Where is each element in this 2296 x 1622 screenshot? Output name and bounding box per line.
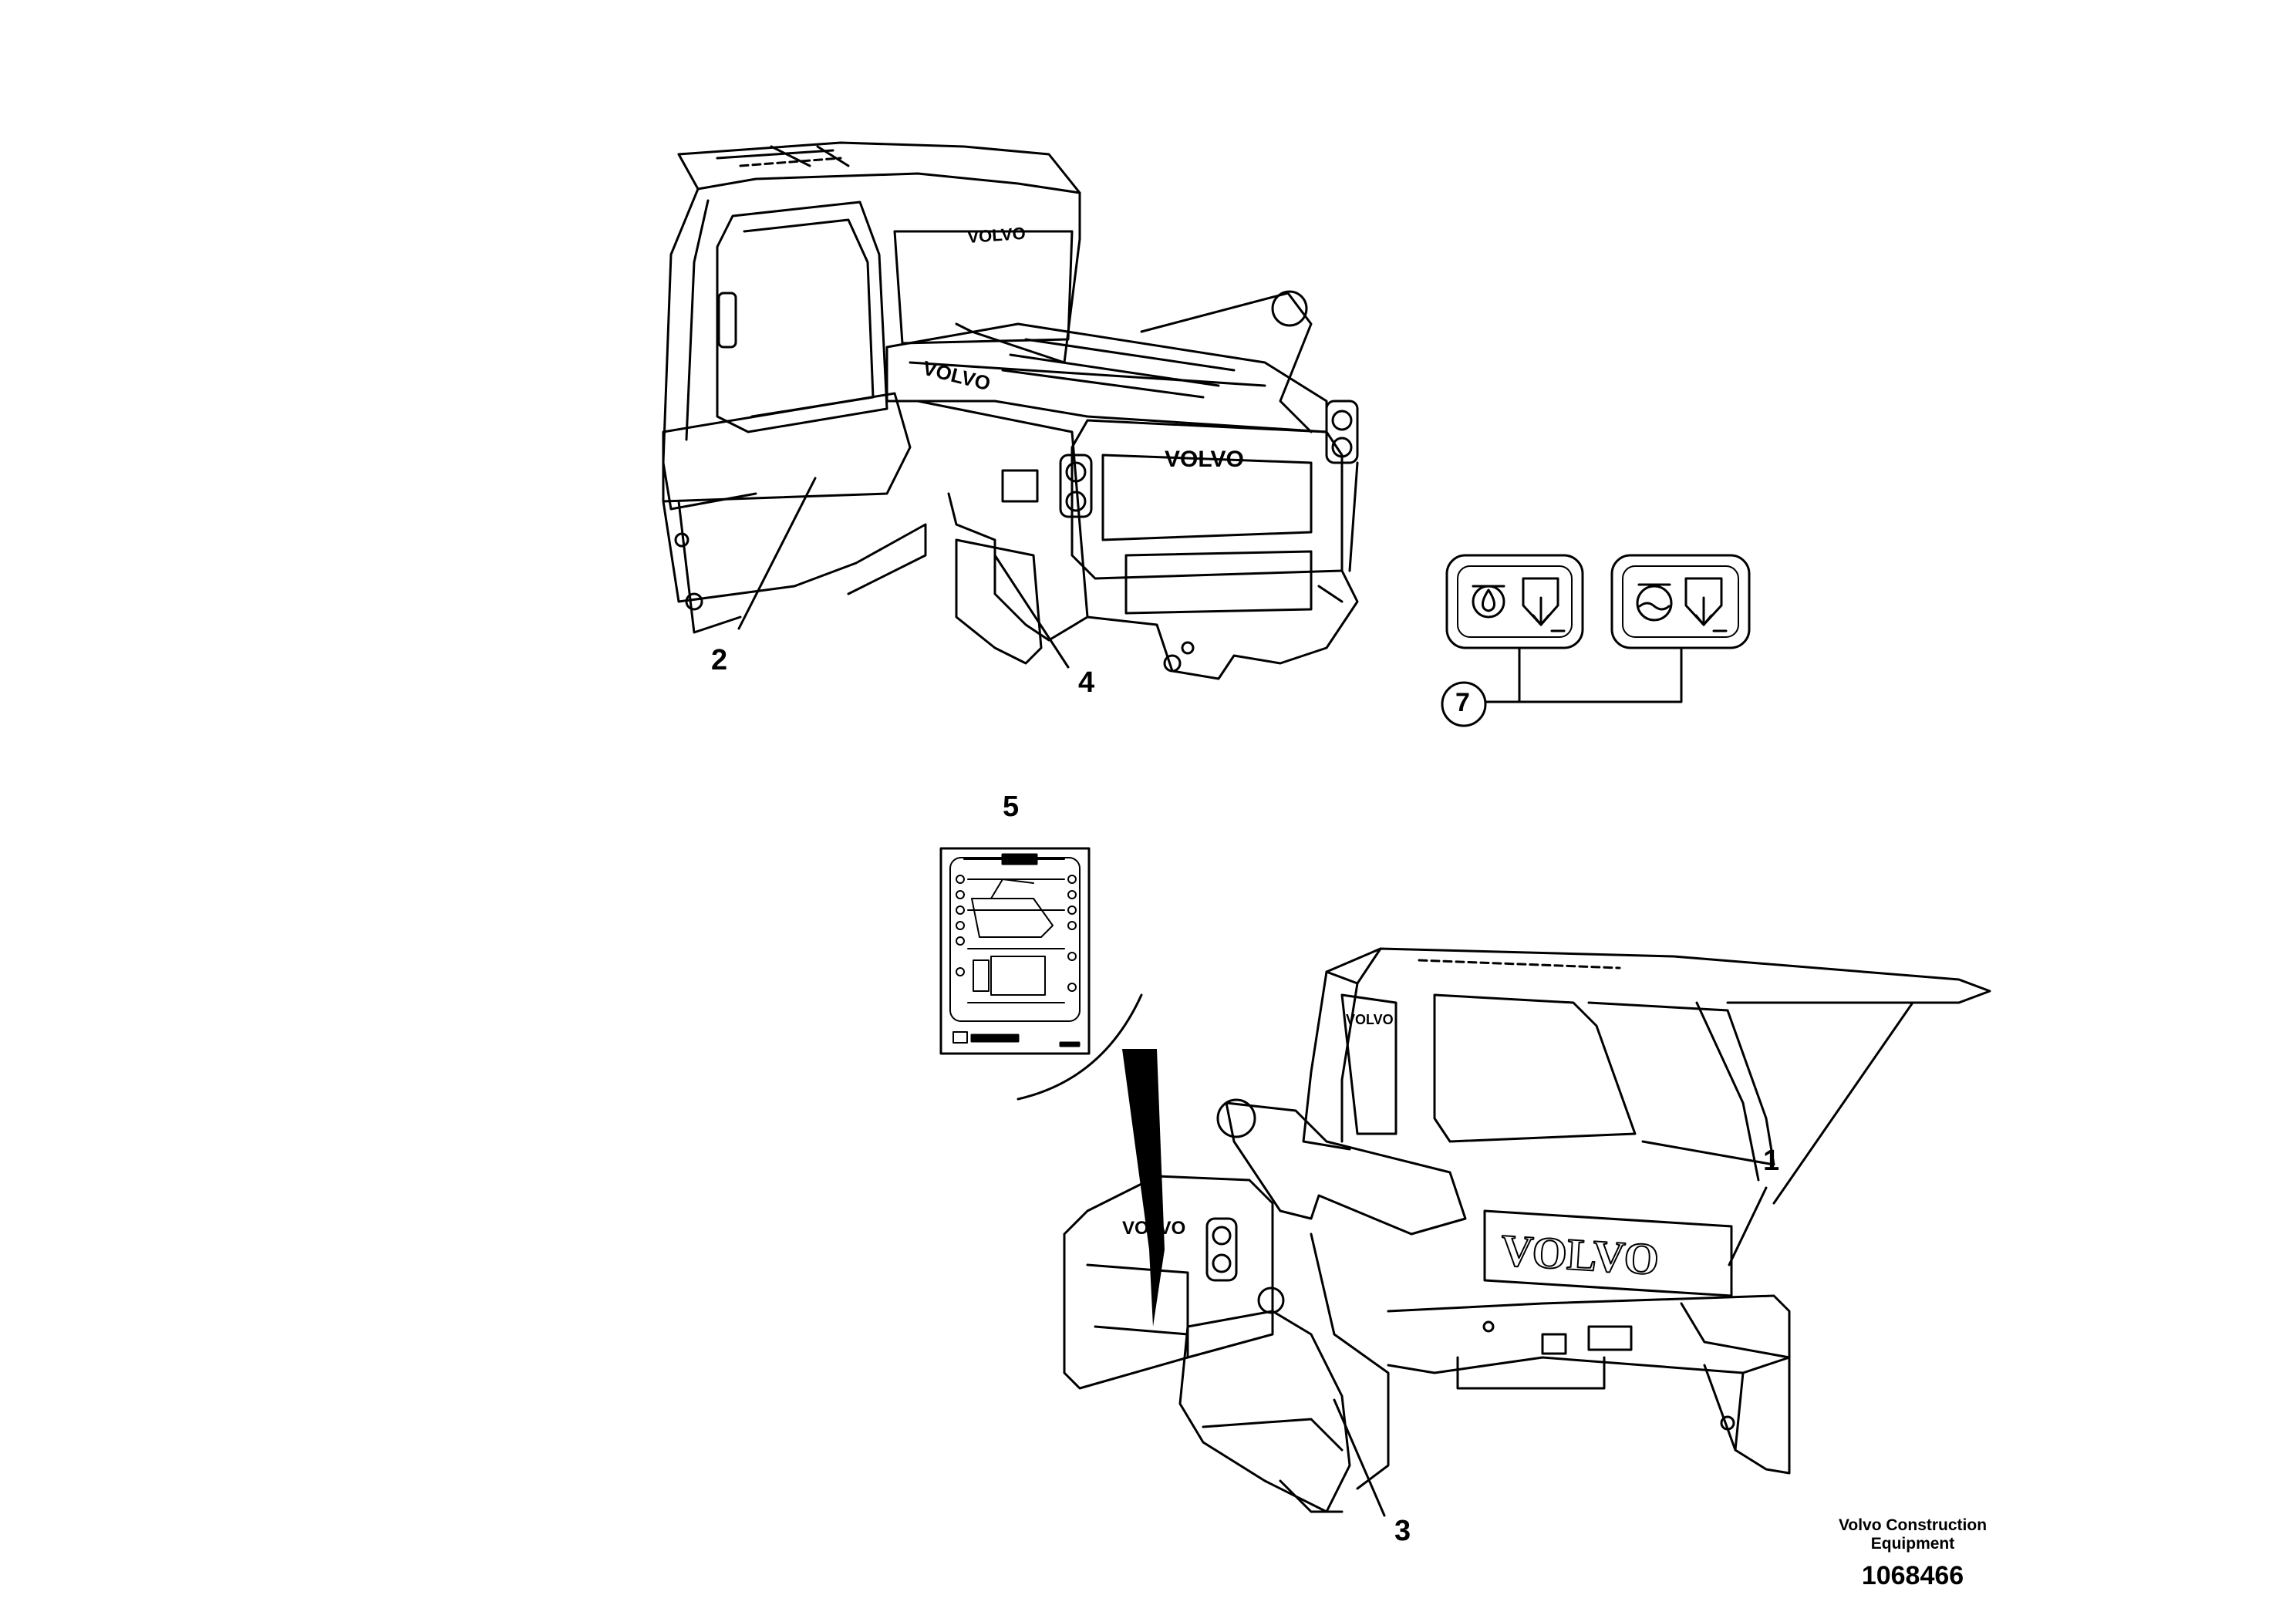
door-volvo-text-bottom: VOLVO bbox=[1122, 1218, 1185, 1239]
coolant-drain-decal bbox=[1610, 554, 1751, 649]
decal-group-7 bbox=[1441, 554, 1751, 727]
company-name: Volvo Construction bbox=[1838, 1516, 1988, 1534]
machine-view-top: VOLVO VOLVO VOLVO bbox=[662, 141, 1359, 680]
leader-2 bbox=[737, 477, 817, 630]
placement-pointer bbox=[1122, 1049, 1165, 1327]
cab-volvo-text: VOLVO bbox=[967, 224, 1027, 247]
coolant-drain-icon bbox=[1636, 577, 1728, 632]
callout-1: 1 bbox=[1763, 1145, 1780, 1177]
callout-3: 3 bbox=[1394, 1515, 1411, 1547]
cab-volvo-text-bottom: VOLVO bbox=[1346, 1012, 1394, 1027]
door-volvo-text: VOLVO bbox=[1165, 447, 1244, 472]
leader-1 bbox=[1728, 1186, 1768, 1266]
callout-4: 4 bbox=[1078, 666, 1095, 699]
footer: Volvo Construction Equipment 1068466 bbox=[1797, 1516, 2028, 1591]
volvo-decal-text: VOLVO bbox=[1499, 1225, 1660, 1284]
company-name-line2: Equipment bbox=[1870, 1535, 1955, 1553]
volvo-decal-1 bbox=[1483, 1209, 1733, 1297]
callout-5: 5 bbox=[1003, 791, 1020, 823]
leader-7 bbox=[1484, 646, 1683, 703]
callout-2: 2 bbox=[711, 644, 728, 676]
leader-3 bbox=[1333, 1398, 1386, 1517]
placement-arc bbox=[1017, 993, 1143, 1101]
leader-4 bbox=[993, 554, 1070, 669]
callout-7-circle bbox=[1441, 681, 1487, 727]
oil-drain-icon bbox=[1472, 577, 1566, 632]
drawing-number: 1068466 bbox=[1861, 1561, 1964, 1590]
machine-view-bottom: VOLVO VOLVO VOLVO bbox=[1063, 947, 1991, 1513]
service-chart-decal bbox=[939, 847, 1091, 1055]
callout-7: 7 bbox=[1455, 688, 1470, 717]
hood-volvo-text: VOLVO bbox=[921, 356, 993, 396]
oil-drain-decal bbox=[1445, 554, 1584, 649]
